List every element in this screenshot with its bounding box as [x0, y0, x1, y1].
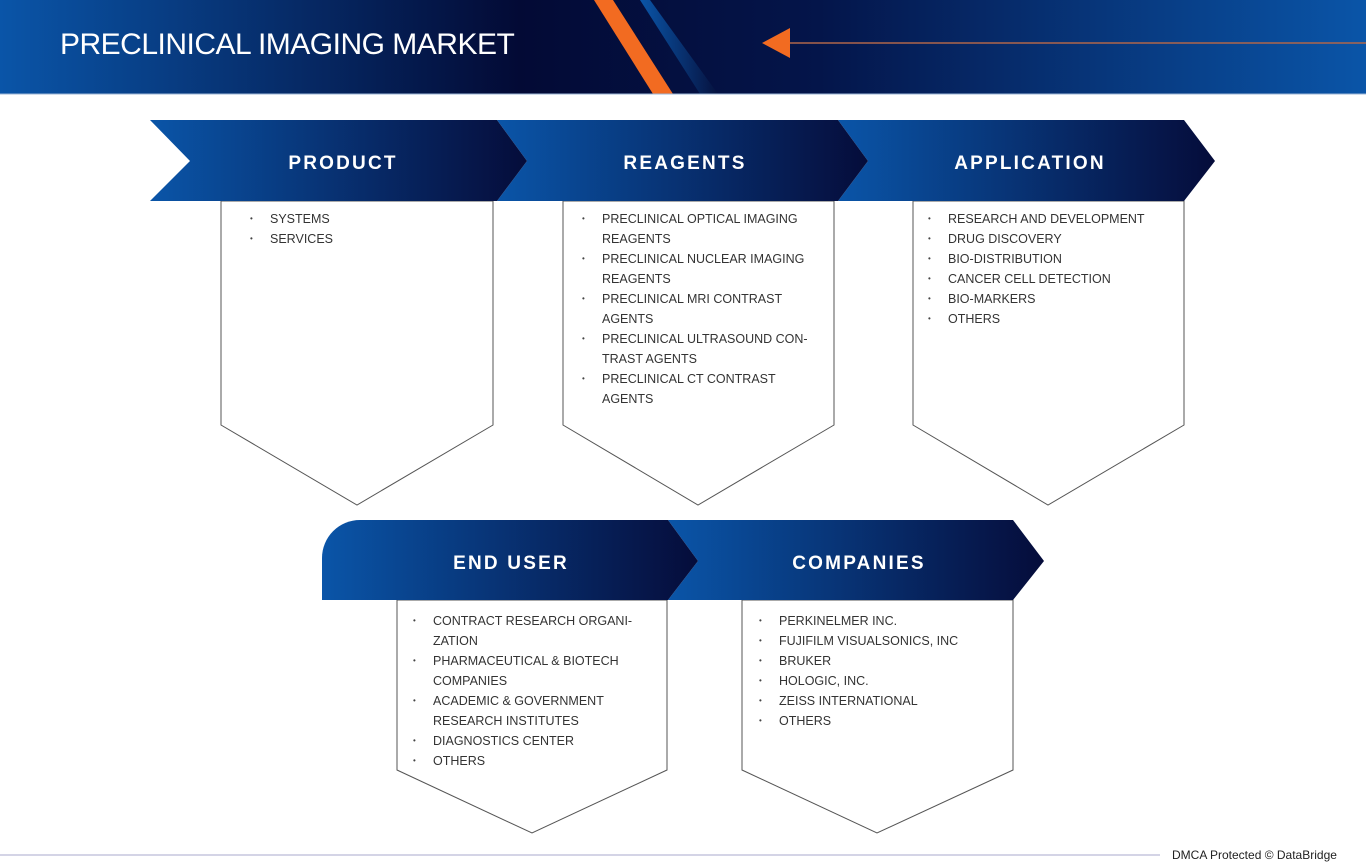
list-item: CANCER CELL DETECTION: [928, 269, 1168, 289]
list-item: PRECLINICAL NUCLEAR IMAGING REAGENTS: [582, 249, 814, 289]
list-item: OTHERS: [928, 309, 1168, 329]
list-item: PRECLINICAL MRI CONTRAST AGENTS: [582, 289, 814, 329]
list-item: CONTRACT RESEARCH ORGANI-ZATION: [413, 611, 638, 651]
application-chevron: [838, 120, 1215, 201]
list-item: OTHERS: [759, 711, 999, 731]
list-item: BIO-DISTRIBUTION: [928, 249, 1168, 269]
list-item: SERVICES: [250, 229, 480, 249]
product-heading: PRODUCT: [288, 153, 398, 174]
reagents-heading: REAGENTS: [623, 153, 747, 174]
list-item: ACADEMIC & GOVERNMENT RESEARCH INSTITUTE…: [413, 691, 638, 731]
list-item: PHARMACEUTICAL & BIOTECH COMPANIES: [413, 651, 638, 691]
product-list: SYSTEMSSERVICES: [250, 209, 480, 249]
header-banner: [0, 0, 1366, 95]
blue-stripe: [640, 0, 718, 94]
end-user-chevron: [322, 520, 698, 600]
list-item: RESEARCH AND DEVELOPMENT: [928, 209, 1168, 229]
product-chevron: [150, 120, 527, 201]
companies-chevron: [668, 520, 1044, 600]
end-user-list: CONTRACT RESEARCH ORGANI-ZATIONPHARMACEU…: [413, 611, 638, 771]
list-item: PRECLINICAL ULTRASOUND CON-TRAST AGENTS: [582, 329, 814, 369]
companies-heading: COMPANIES: [792, 553, 926, 574]
arrow-head-icon: [762, 28, 790, 58]
list-item: FUJIFILM VISUALSONICS, INC: [759, 631, 999, 651]
list-item: BRUKER: [759, 651, 999, 671]
list-item: OTHERS: [413, 751, 638, 771]
list-item: HOLOGIC, INC.: [759, 671, 999, 691]
list-item: ZEISS INTERNATIONAL: [759, 691, 999, 711]
orange-stripe: [594, 0, 673, 94]
application-list: RESEARCH AND DEVELOPMENTDRUG DISCOVERY B…: [928, 209, 1168, 329]
list-item: PERKINELMER INC.: [759, 611, 999, 631]
reagents-chevron: [497, 120, 868, 201]
reagents-list: PRECLINICAL OPTICAL IMAGING REAGENTSPREC…: [582, 209, 814, 409]
list-item: PRECLINICAL OPTICAL IMAGING REAGENTS: [582, 209, 814, 249]
list-item: DIAGNOSTICS CENTER: [413, 731, 638, 751]
end-user-heading: END USER: [453, 553, 569, 574]
list-item: SYSTEMS: [250, 209, 480, 229]
page-title: PRECLINICAL IMAGING MARKET: [60, 28, 515, 61]
footer-copyright: DMCA Protected © DataBridge: [1172, 848, 1337, 862]
list-item: DRUG DISCOVERY: [928, 229, 1168, 249]
application-heading: APPLICATION: [954, 153, 1106, 174]
companies-list: PERKINELMER INC.FUJIFILM VISUALSONICS, I…: [759, 611, 999, 731]
list-item: BIO-MARKERS: [928, 289, 1168, 309]
list-item: PRECLINICAL CT CONTRAST AGENTS: [582, 369, 814, 409]
